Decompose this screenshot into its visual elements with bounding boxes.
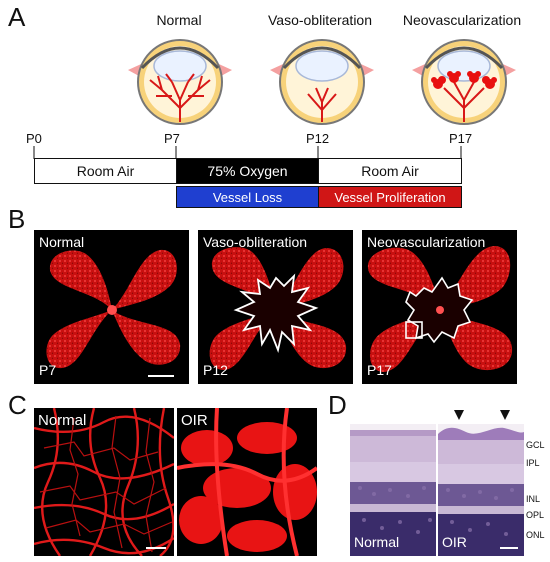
eye-illustration-normal [128,39,232,125]
closeup-label-normal: Normal [38,412,87,429]
eye-title-vaso: Vaso-obliteration [267,12,373,28]
flatmount-title-normal: Normal [39,234,85,250]
panel-letter-c: C [8,390,27,420]
layer-label-ipl: IPL [526,458,540,468]
oxygen-bar: 75% Oxygen [176,158,319,184]
room-air-bar-2: Room Air [318,158,462,184]
eye-illustration-vaso-obliteration [270,39,374,125]
histology-oir: OIR [438,424,524,556]
layer-label-gcl: GCL [526,440,545,450]
layer-label-inl: INL [526,494,541,504]
flatmount-age-p17: P17 [367,362,392,378]
eye-title-neo: Neovascularization [402,12,522,28]
eye-illustration-neovascularization [412,39,516,125]
layer-label-onl: ONL [526,530,545,540]
panel-letter-b: B [8,204,26,234]
histology-label-oir: OIR [442,534,467,550]
flatmount-age-p7: P7 [39,362,57,378]
flatmount-neovascularization: Neovascularization P17 [362,230,517,384]
panel-letter-d: D [328,390,347,420]
histology-normal: Normal [350,424,436,556]
eye-title-normal: Normal [156,12,202,28]
tick-p7: P7 [164,131,180,146]
flatmount-title-vaso: Vaso-obliteration [203,234,308,250]
tick-p0: P0 [26,131,42,146]
arrowhead-markers [454,410,510,420]
vessel-loss-bar: Vessel Loss [176,186,319,208]
histology-label-normal: Normal [354,534,400,550]
room-air-bar-1: Room Air [34,158,177,184]
tick-p12: P12 [306,131,330,146]
layer-label-opl: OPL [526,510,545,520]
flatmount-title-neo: Neovascularization [367,234,486,250]
flatmount-age-p12: P12 [203,362,228,378]
vessel-closeup-normal: Normal [34,408,174,556]
tick-marks [33,146,462,159]
closeup-label-oir: OIR [181,412,208,429]
flatmount-normal: Normal P7 [34,230,189,384]
tick-p17: P17 [449,131,473,146]
vessel-proliferation-bar: Vessel Proliferation [318,186,462,208]
vessel-closeup-oir: OIR [177,408,317,556]
panel-letter-a: A [8,2,26,32]
flatmount-vaso-obliteration: Vaso-obliteration P12 [198,230,353,384]
